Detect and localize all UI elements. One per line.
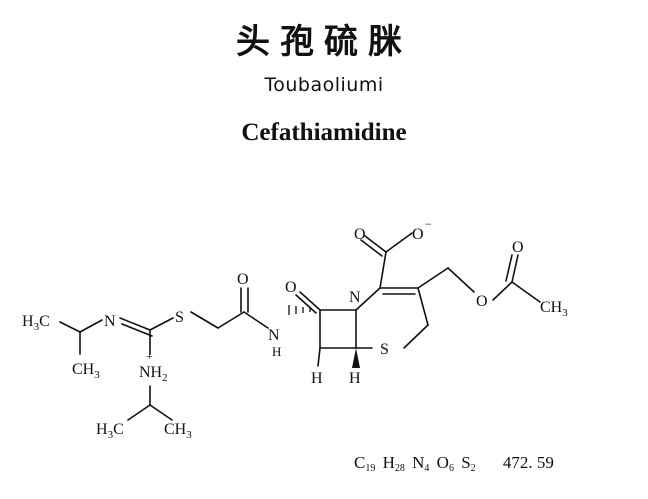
formula-c: C [354,453,366,472]
formula-o: O [436,453,449,472]
label-ring-s: S [380,341,389,358]
hash-bond [288,305,311,315]
title-chinese: 头孢硫脒 [236,22,412,62]
label-left-ch3: CH3 [72,361,100,381]
label-ester-o: O [476,293,488,310]
molecular-formula: C19 H28 N4 O6 S2 472. 59 [354,453,554,474]
label-amide-o: O [237,271,249,288]
title-english: Cefathiamidine [241,119,407,146]
label-stereo-h-right: H [349,370,361,387]
label-ring-n: N [349,289,361,306]
label-ammonium-charge: + [146,349,153,363]
formula-s: S [461,453,471,472]
label-acetyl-o: O [512,239,524,256]
bonds [59,232,541,421]
label-thio-s: S [175,309,184,326]
label-acetyl-ch3: CH3 [540,299,568,319]
label-bottom-ch3: CH3 [164,421,192,441]
label-amide-n: N [268,327,280,344]
formula-h: H [382,453,395,472]
label-carboxylate-o: O [354,226,366,243]
title-pinyin: Toubaoliumi [264,74,384,96]
label-carbonyl-o: O [285,279,297,296]
label-stereo-h-left: H [311,370,323,387]
formula-n: N [412,453,425,472]
label-imine-n: N [104,313,116,330]
label-carboxylate-charge: − [425,217,432,231]
label-bottom-h3c: H3C [96,421,124,441]
molecular-weight: 472. 59 [502,453,554,472]
wedge-bond [352,348,360,368]
label-amide-h: H [272,344,281,359]
label-carboxylate-o2: O [412,226,424,243]
label-ammonium: NH2 [139,364,168,384]
label-left-h3c: H3C [22,313,50,333]
atom-labels: O O − O N S O O CH3 O N H S N NH2 + H3C … [22,217,568,441]
